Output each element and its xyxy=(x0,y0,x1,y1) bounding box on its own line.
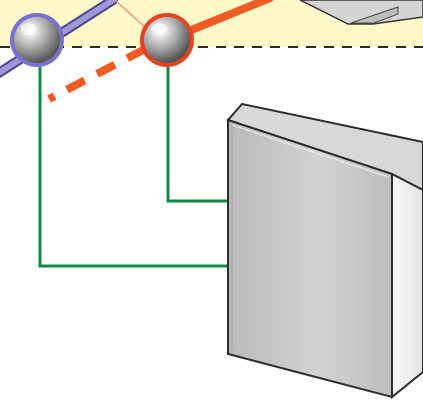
sphere-node-icon xyxy=(140,13,194,67)
red-dashed-link xyxy=(47,45,147,103)
network-device-icon xyxy=(299,0,423,25)
server-tower-icon xyxy=(226,102,423,400)
green-connector-lines xyxy=(38,67,228,268)
sphere-node-icon xyxy=(10,13,64,67)
